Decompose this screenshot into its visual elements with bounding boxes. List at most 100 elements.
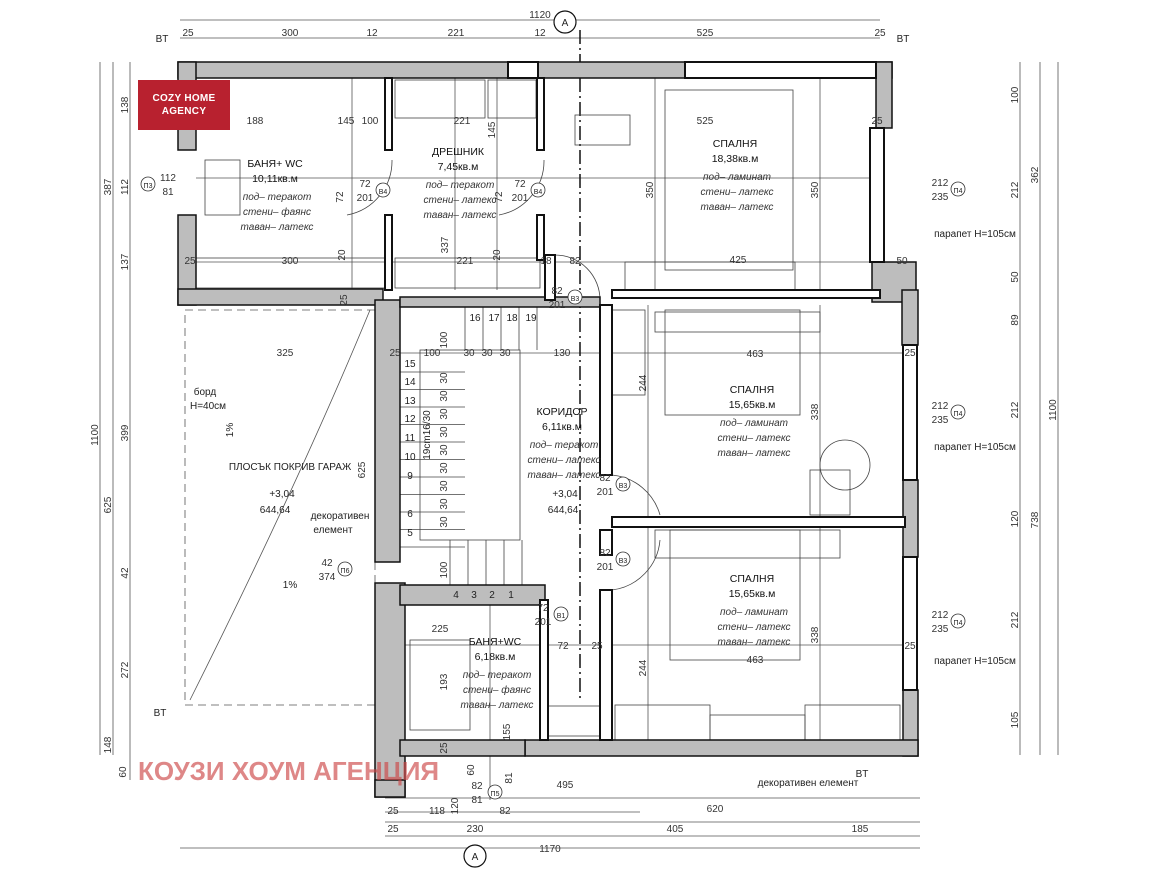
furniture-item (809, 469, 851, 516)
opening-code: П4 (954, 411, 963, 418)
dimension-value: 25 (184, 256, 196, 267)
opening-code: В3 (619, 558, 628, 565)
annotation-label: 19cm16/30 (422, 410, 433, 460)
roof-slope-line (189, 309, 371, 701)
dimension-value: 495 (557, 780, 574, 791)
wall-solid (507, 61, 539, 79)
stair-step-number: 6 (407, 509, 413, 520)
dimension-value: 145 (338, 116, 355, 127)
dimension-value: 30 (439, 390, 450, 402)
wall-hatched (399, 296, 601, 308)
room-finish: стени– латекс (701, 187, 774, 198)
furniture-item (664, 309, 801, 416)
furniture (194, 79, 901, 741)
wall-hatched (901, 289, 919, 346)
opening-height: 81 (471, 795, 483, 806)
dimension-value: 30 (439, 480, 450, 492)
watermark-text: КОУЗИ ХОУМ АГЕНЦИЯ (138, 756, 440, 786)
opening-width: 72 (359, 179, 371, 190)
furniture-item (654, 311, 821, 333)
opening-height: 201 (549, 300, 566, 311)
room-finish: стени– латекс (528, 455, 601, 466)
annotation-label: парапет H=105см (934, 442, 1016, 453)
dimension-value: 1120 (529, 10, 551, 21)
opening-height: 201 (535, 617, 552, 628)
room-name: СПАЛНЯ (713, 138, 757, 150)
dimension-value: 300 (282, 28, 299, 39)
wall-solid (684, 61, 877, 79)
dimension-value: 25 (591, 641, 603, 652)
dimension-value: 338 (810, 626, 821, 643)
dimension-value: 100 (362, 116, 379, 127)
wall-hatched (399, 739, 526, 757)
dimension-value: 230 (467, 824, 484, 835)
dimension-value: 185 (852, 824, 869, 835)
opening-code: В4 (534, 189, 543, 196)
dimension-value: 12 (366, 28, 378, 39)
dimension-value: 25 (389, 348, 401, 359)
dimension-lines (99, 19, 1059, 849)
furniture-item (574, 114, 631, 146)
dimension-value: 130 (554, 348, 571, 359)
annotation-label: ПЛОСЪК ПОКРИВ ГАРАЖ (229, 462, 352, 473)
stair-step-number: 2 (489, 590, 495, 601)
dimension-value: 118 (429, 806, 445, 817)
room-area: 10,11кв.м (252, 173, 298, 185)
wall-hatched (177, 288, 384, 306)
annotation-label: 644,64 (260, 505, 291, 516)
dimension-value: 25 (439, 742, 450, 754)
room-name: БАНЯ+WC (469, 636, 522, 648)
opening-code: П4 (954, 620, 963, 627)
opening-code: В3 (571, 296, 580, 303)
dimension-value: 30 (439, 426, 450, 438)
wall-hatched (374, 582, 406, 798)
section-marker: A (463, 844, 487, 868)
dimension-value: 60 (466, 764, 477, 776)
wall-hatched (524, 739, 919, 757)
room-finish: стени– фаянс (463, 684, 531, 696)
room-area: 15,65кв.м (729, 399, 776, 411)
stair-step-number: 4 (453, 590, 459, 601)
section-label: A (472, 852, 479, 863)
dimension-value: 350 (810, 181, 821, 198)
dimension-value: 112 (120, 179, 131, 195)
opening-code: В4 (379, 189, 388, 196)
annotation-label: 1% (283, 580, 298, 591)
dimension-value: 18 (540, 256, 552, 267)
dimension-value: 225 (432, 624, 449, 635)
opening-code: В1 (557, 613, 566, 620)
opening-width: 82 (471, 781, 483, 792)
wall-solid (536, 214, 545, 261)
dimension-value: 20 (492, 249, 503, 261)
opening-code: П4 (954, 188, 963, 195)
stair-step-number: 17 (488, 313, 500, 324)
agency-logo: COZY HOME AGENCY (138, 80, 230, 130)
stair-step-number: 15 (404, 359, 416, 370)
dimension-value: 25 (871, 116, 883, 127)
stair-step-number: 19 (525, 313, 537, 324)
dimension-value: 212 (1010, 401, 1021, 418)
stair-step-number: 9 (407, 471, 413, 482)
room-finish: стени– латекс (718, 622, 791, 633)
opening-height: 235 (932, 415, 949, 426)
chair-icon (819, 439, 871, 491)
room-area: 6,18кв.м (475, 651, 516, 663)
opening-width: 72 (537, 603, 549, 614)
stair-step-number: 13 (404, 396, 416, 407)
opening-width: 212 (932, 178, 949, 189)
dimension-value: 387 (103, 178, 114, 195)
stair-step-number: 12 (404, 414, 416, 425)
dimension-value: 145 (487, 121, 498, 138)
dimension-value: 1100 (1048, 399, 1059, 421)
opening-height: 201 (597, 562, 614, 573)
dimension-value: 72 (494, 191, 505, 203)
section-marker: A (553, 10, 577, 34)
dimension-value: 30 (439, 408, 450, 420)
stair-step-number: 3 (471, 590, 477, 601)
room-finish: таван– латекс (461, 700, 534, 711)
room-area: 7,45кв.м (438, 161, 479, 173)
stair-step-number: 18 (506, 313, 518, 324)
walls (177, 61, 919, 798)
wall-solid (539, 599, 549, 741)
